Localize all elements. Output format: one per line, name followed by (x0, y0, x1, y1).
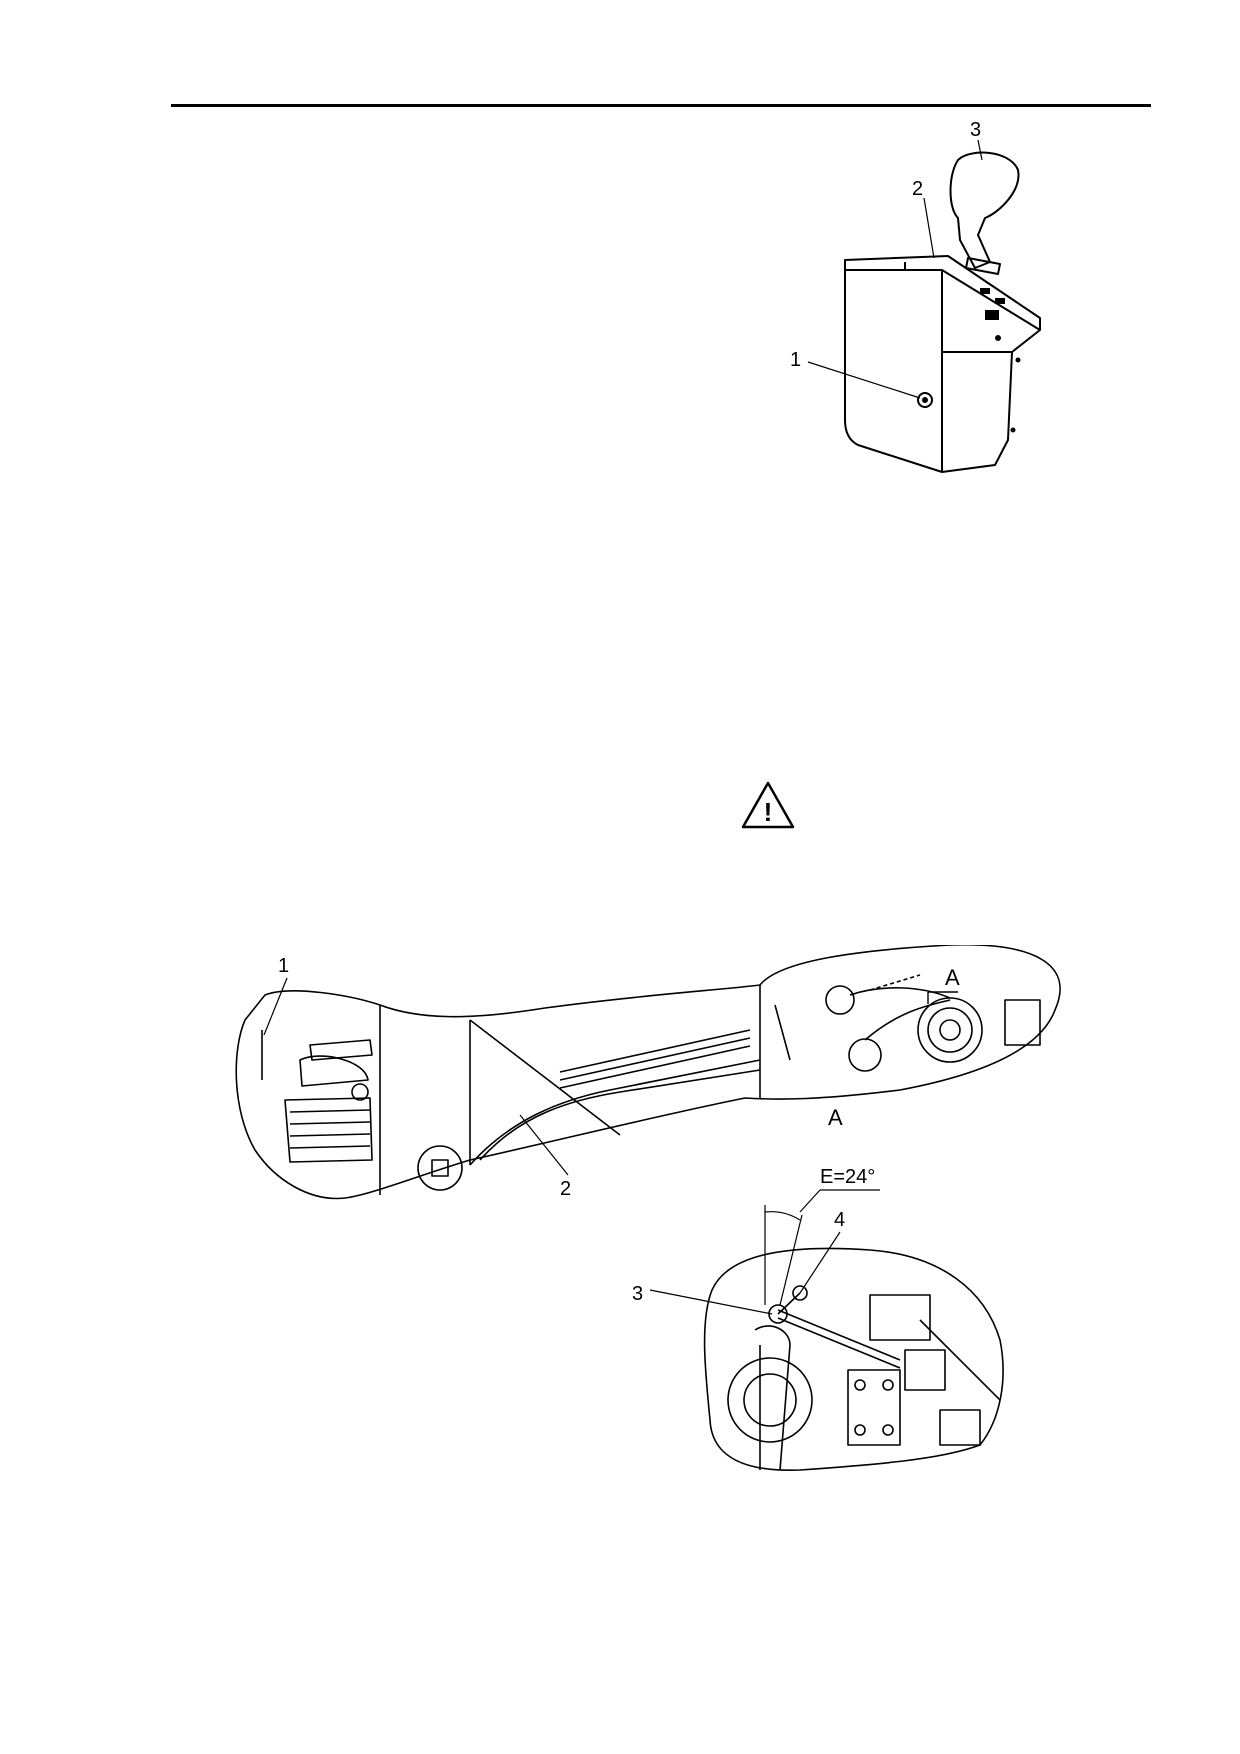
linkage-assembly-figure: 1 2 3 4 A A E=24° (235, 945, 1061, 1472)
header-rule (171, 104, 1151, 107)
view-label-a: A (945, 965, 960, 990)
callout-1: 1 (278, 955, 289, 977)
callout-1: 1 (790, 349, 801, 371)
overview-outline (235, 945, 1061, 1200)
angle-label: E=24° (820, 1166, 875, 1188)
callout-3: 3 (970, 119, 981, 141)
callout-3: 3 (632, 1283, 643, 1305)
joystick-grip (949, 151, 1020, 269)
detail-label-a: A (828, 1105, 843, 1130)
callout-2: 2 (560, 1178, 571, 1200)
control-console-figure: 1 2 3 (790, 119, 1041, 473)
callout-4: 4 (834, 1209, 845, 1231)
callout-2: 2 (912, 178, 923, 200)
console-body (844, 255, 1041, 473)
warning-triangle-icon: ! (741, 781, 795, 829)
warning-symbol: ! (764, 797, 773, 827)
